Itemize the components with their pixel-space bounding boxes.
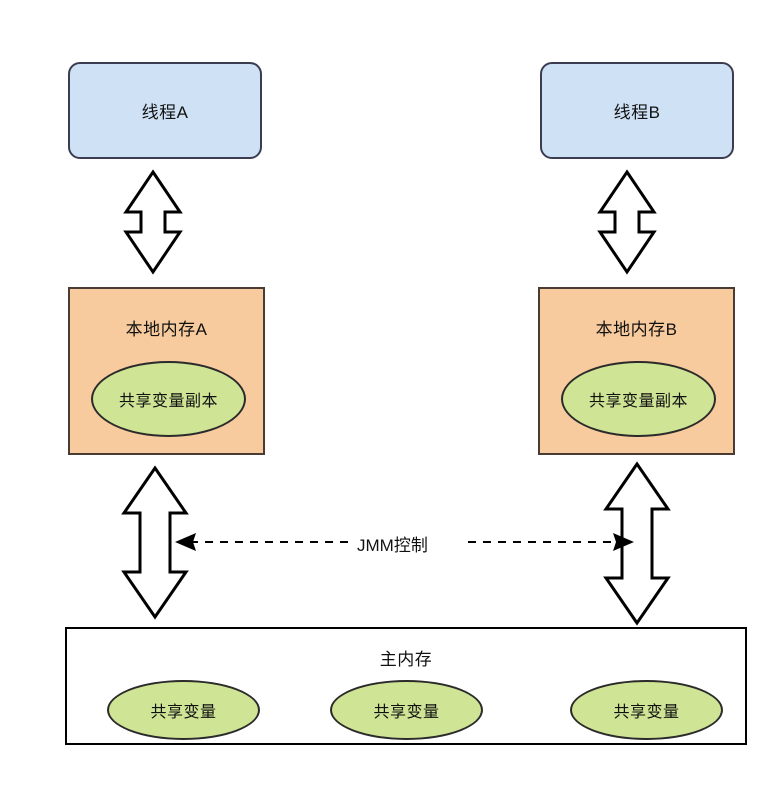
arrow-local-memory-b-main-memory	[603, 461, 671, 626]
local-memory-b-variable-copy-label: 共享变量副本	[588, 393, 688, 410]
local-memory-a-box[interactable]: 本地内存A 共享变量副本	[68, 287, 265, 455]
main-memory-box[interactable]: 主内存 共享变量 共享变量 共享变量	[65, 627, 747, 745]
thread-a-box[interactable]: 线程A	[68, 62, 262, 159]
main-memory-variable-1: 共享变量	[107, 680, 260, 740]
local-memory-b-variable-copy: 共享变量副本	[561, 361, 716, 437]
local-memory-b-label: 本地内存B	[595, 320, 678, 339]
main-memory-variable-2-label: 共享变量	[373, 704, 440, 721]
main-memory-variable-3-label: 共享变量	[613, 704, 680, 721]
arrow-local-memory-a-main-memory	[121, 465, 189, 620]
local-memory-a-variable-copy-label: 共享变量副本	[118, 393, 218, 410]
local-memory-a-variable-copy: 共享变量副本	[91, 361, 246, 437]
main-memory-label: 主内存	[379, 650, 433, 669]
thread-b-box[interactable]: 线程B	[540, 62, 734, 159]
thread-a-label: 线程A	[141, 103, 189, 122]
jmm-arrowhead-left	[175, 533, 196, 551]
main-memory-variable-1-label: 共享变量	[150, 704, 217, 721]
main-memory-variable-2: 共享变量	[330, 680, 483, 740]
thread-b-label: 线程B	[613, 103, 661, 122]
arrow-thread-a-local-memory-a	[123, 169, 183, 275]
jmm-arrowhead-right	[613, 533, 634, 551]
local-memory-a-label: 本地内存A	[125, 320, 208, 339]
arrow-thread-b-local-memory-b	[597, 169, 657, 275]
main-memory-variable-3: 共享变量	[570, 680, 723, 740]
local-memory-b-box[interactable]: 本地内存B 共享变量副本	[538, 287, 735, 455]
jmm-control-label: JMM控制	[357, 536, 428, 555]
